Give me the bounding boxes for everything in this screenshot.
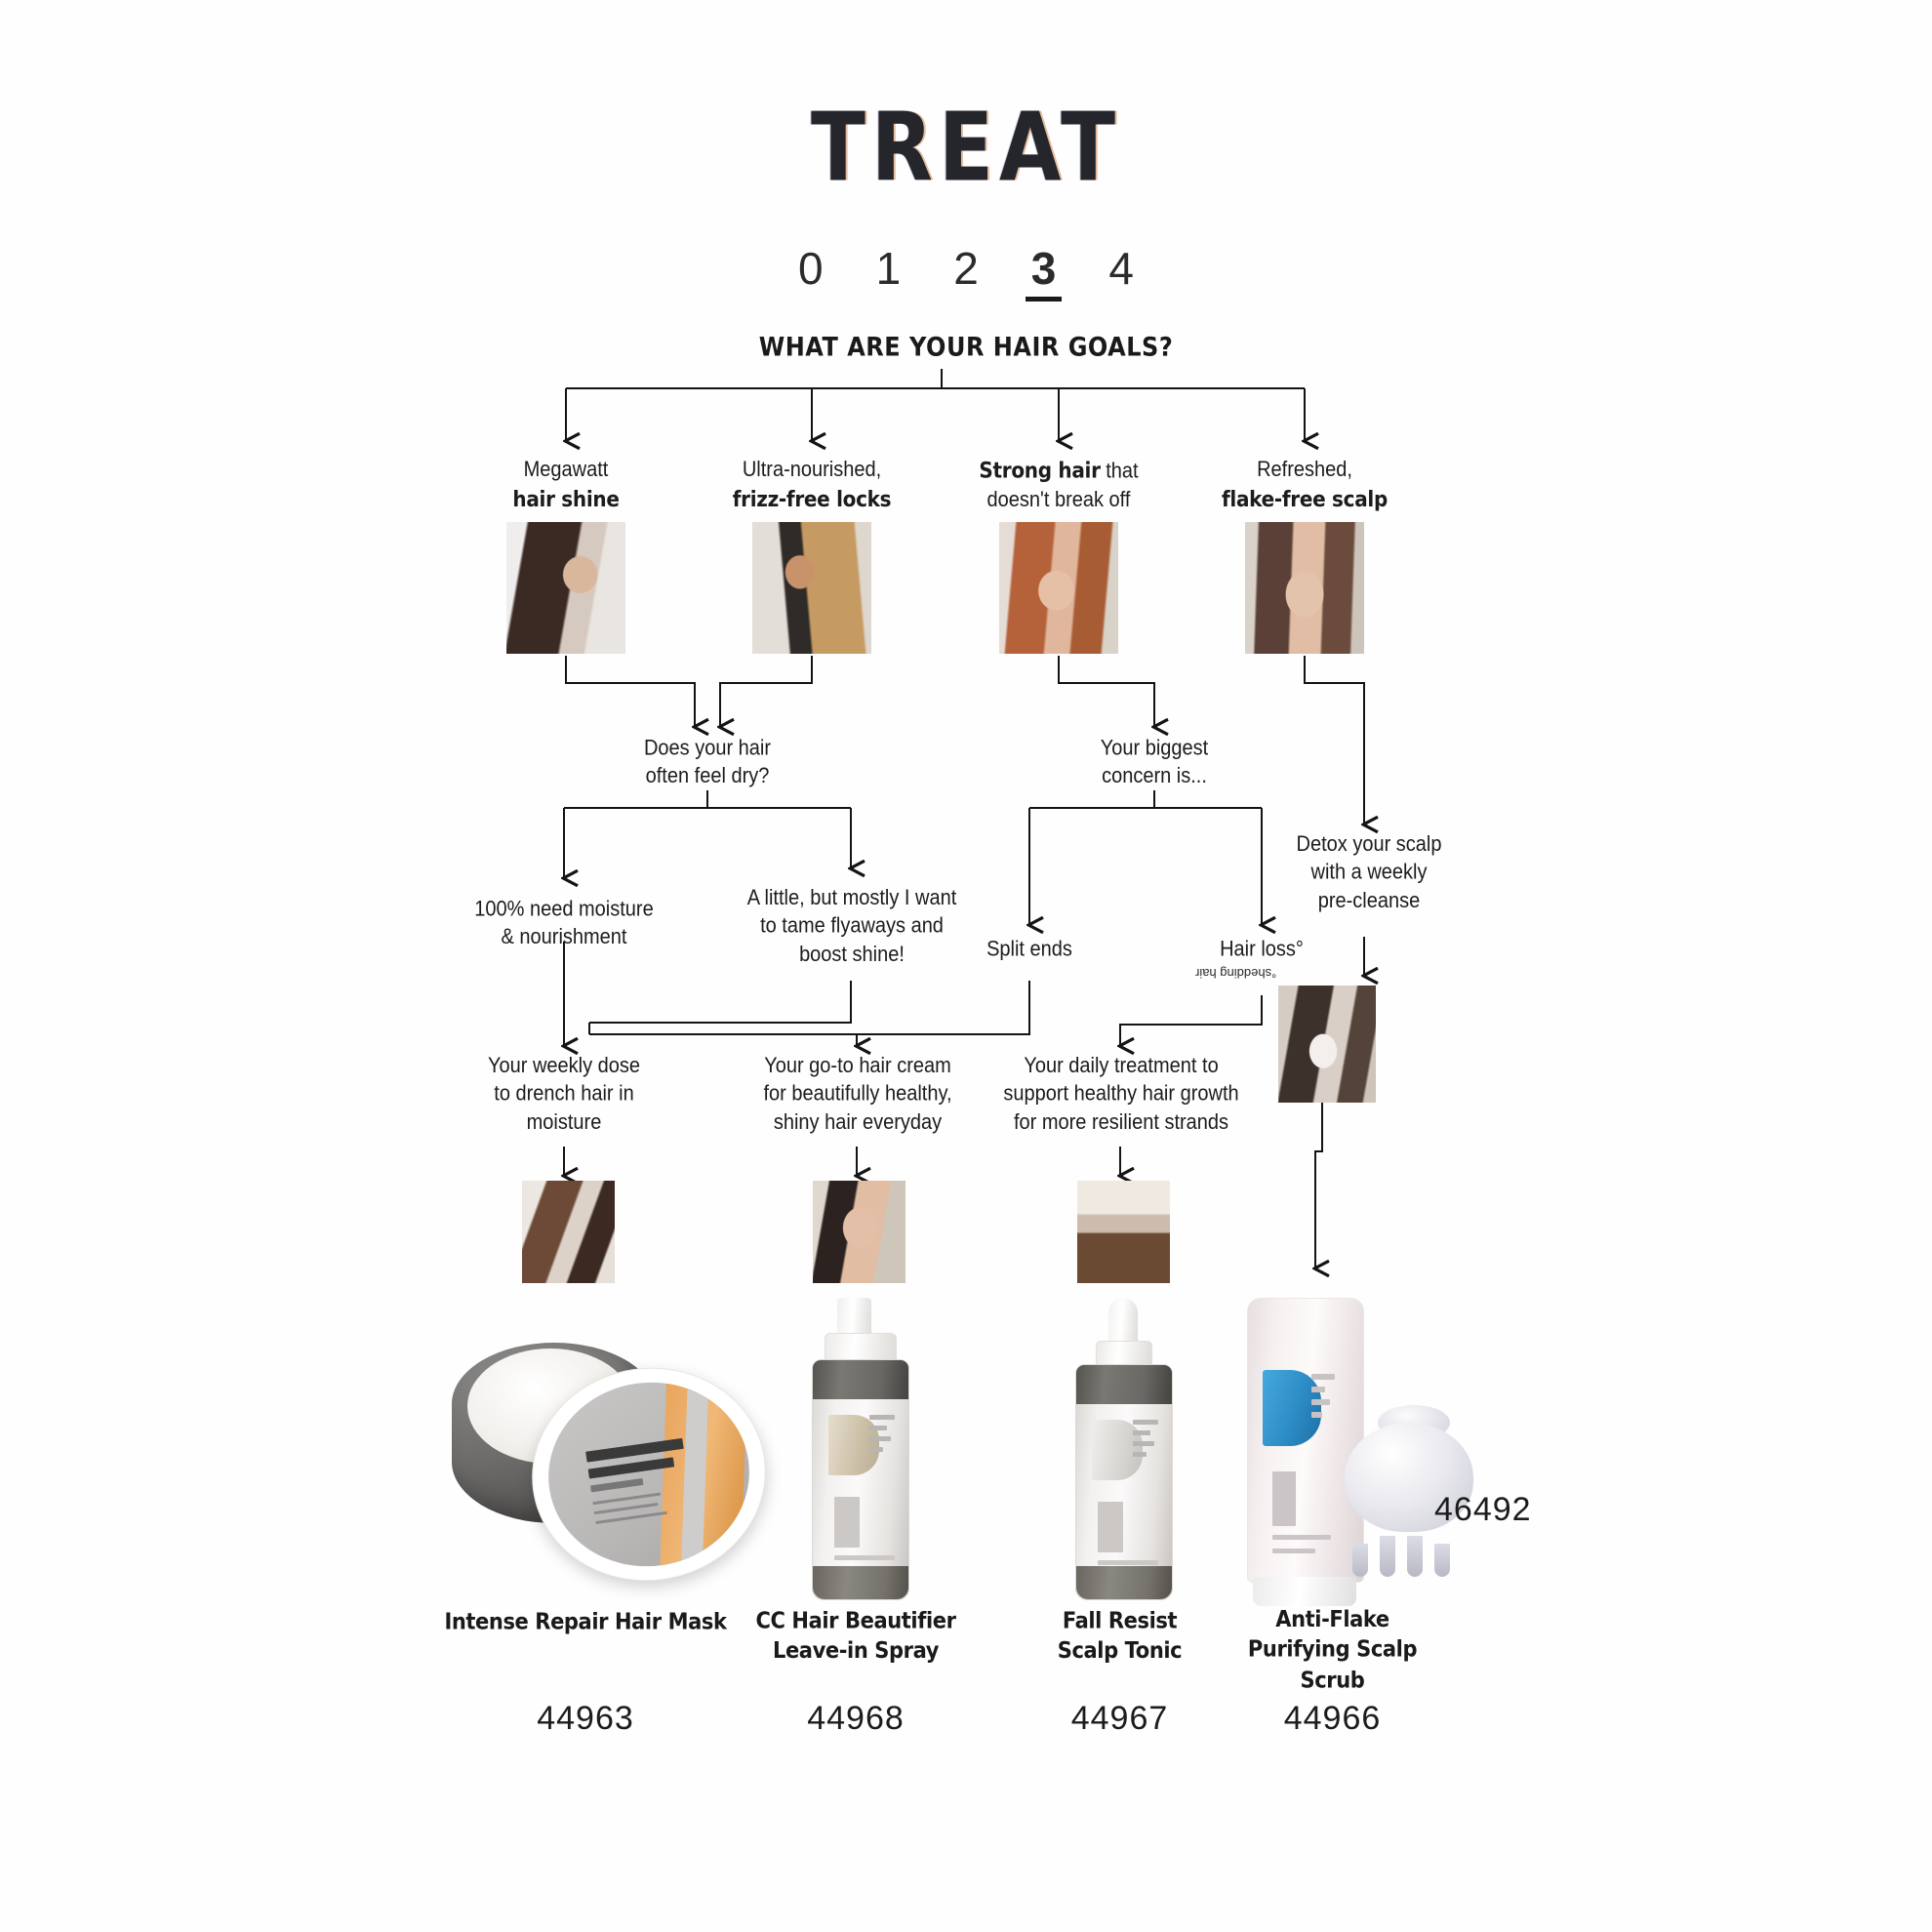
outcome-mask: Your weekly dose to drench hair in moist… (487, 1054, 641, 1135)
product-name-3: Fall Resist Scalp Tonic (1057, 1607, 1183, 1664)
product-sku-4: 44966 (1283, 1700, 1382, 1737)
product-name-4: Anti-Flake Purifying Scalp Scrub (1247, 1605, 1418, 1693)
result-photo-scalp-wash (1278, 986, 1376, 1103)
step-1[interactable]: 1 (875, 243, 902, 294)
step-0[interactable]: 0 (798, 243, 824, 294)
question-dry-hair: Does your hair often feel dry? (643, 736, 772, 788)
answer-hair-loss[interactable]: Hair loss° (1220, 937, 1304, 962)
answer-split-ends[interactable]: Split ends (986, 937, 1072, 962)
product-sku-2: 44968 (807, 1700, 905, 1737)
answer-a-little[interactable]: A little, but mostly I want to tame flya… (746, 886, 957, 967)
goal-3-line1-wrap: Strong hair that (942, 456, 1176, 486)
product-sku-1: 44963 (537, 1700, 634, 1737)
accessory-image-scalp-massager (1345, 1405, 1481, 1577)
product-image-scalp-tonic-bottle (1075, 1298, 1173, 1600)
goal-4-line2: flake-free scalp (1222, 486, 1388, 512)
step-3-active[interactable]: 3 (1025, 242, 1063, 302)
goal-2-line1: Ultra-nourished, (742, 458, 882, 482)
goal-1-line2: hair shine (512, 486, 620, 512)
goal-2-photo (752, 522, 871, 654)
main-question: WHAT ARE YOUR HAIR GOALS? (758, 332, 1174, 363)
question-biggest-concern: Your biggest concern is... (1100, 736, 1209, 788)
goal-3-line2: doesn't break off (986, 488, 1131, 512)
goal-3-line1-suffix: that (1100, 459, 1139, 483)
step-indicator: 0 1 2 3 4 (0, 242, 1932, 302)
page-title: TREAT (810, 94, 1122, 204)
answer-need-moisture[interactable]: 100% need moisture & nourishment (474, 897, 654, 949)
goal-label-3: Strong hair that doesn't break off (942, 456, 1176, 515)
goal-label-2: Ultra-nourished, frizz-free locks (695, 456, 929, 513)
outcome-spray: Your go-to hair cream for beautifully he… (763, 1054, 952, 1135)
goal-1-photo (506, 522, 625, 654)
goal-2-line2: frizz-free locks (732, 486, 892, 512)
result-photo-neck-spray (813, 1181, 906, 1283)
answer-detox-scalp[interactable]: Detox your scalp with a weekly pre-clean… (1296, 832, 1442, 913)
result-photo-applying-mask (522, 1181, 615, 1283)
step-2[interactable]: 2 (953, 243, 979, 294)
product-image-scalp-scrub-tube (1247, 1298, 1364, 1606)
product-name-2: CC Hair Beautifier Leave-in Spray (755, 1607, 956, 1664)
product-image-hair-mask-jar (444, 1317, 781, 1596)
goal-label-4: Refreshed, flake-free scalp (1187, 456, 1422, 513)
accessory-sku: 46492 (1434, 1491, 1532, 1528)
outcome-tonic: Your daily treatment to support healthy … (1003, 1054, 1239, 1135)
goal-1-line1: Megawatt (523, 458, 609, 482)
goal-3-line1: Strong hair (979, 457, 1101, 483)
product-sku-3: 44967 (1070, 1700, 1169, 1737)
hair-loss-footnote: °shedding hair (1195, 966, 1277, 981)
step-4[interactable]: 4 (1108, 243, 1134, 294)
result-photo-serum-drop (1077, 1181, 1170, 1283)
goal-4-photo (1245, 522, 1364, 654)
goal-label-1: Megawatt hair shine (449, 456, 683, 513)
product-image-leave-in-spray-bottle (812, 1298, 909, 1600)
goal-3-photo (999, 522, 1118, 654)
goal-4-line1: Refreshed, (1257, 458, 1352, 482)
product-name-1: Intense Repair Hair Mask (444, 1608, 727, 1635)
